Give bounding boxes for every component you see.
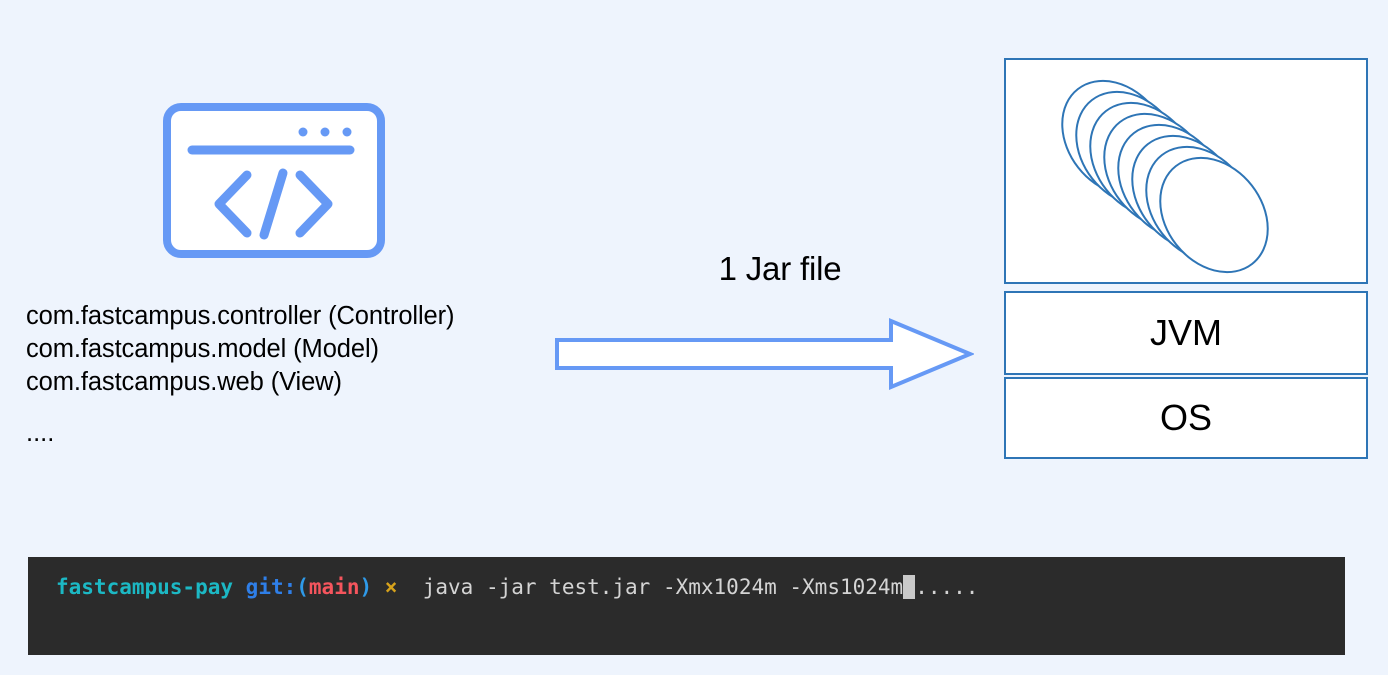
terminal-repo-name: fastcampus-pay (56, 575, 234, 599)
terminal-window[interactable]: fastcampus-pay git:(main) × java -jar te… (28, 557, 1345, 655)
layer-jvm: JVM (1004, 291, 1368, 375)
package-ellipsis: .... (26, 419, 55, 447)
right-arrow-icon (554, 318, 974, 390)
terminal-trailing-dots: ..... (915, 575, 979, 599)
terminal-line: fastcampus-pay git:(main) × java -jar te… (56, 574, 978, 600)
package-item: com.fastcampus.web (View) (26, 368, 342, 396)
jar-stack-icon (1006, 60, 1366, 282)
terminal-cursor (903, 575, 916, 599)
terminal-branch-name: main (308, 575, 360, 599)
terminal-gap (397, 575, 422, 599)
terminal-git-prefix: git: (245, 575, 297, 599)
terminal-space (233, 575, 246, 599)
layer-jvm-label: JVM (1150, 312, 1222, 353)
terminal-status-mark: × (384, 575, 398, 599)
jar-file-label: 1 Jar file (718, 250, 842, 287)
terminal-space (372, 575, 385, 599)
package-item: com.fastcampus.controller (Controller) (26, 302, 455, 330)
jar-artifact-box (1004, 58, 1368, 284)
terminal-command: java -jar test.jar -Xmx1024m -Xms1024m (422, 575, 904, 599)
layer-os: OS (1004, 377, 1368, 459)
terminal-paren-open: ( (296, 575, 309, 599)
code-window-icon (163, 103, 385, 258)
package-list: com.fastcampus.controller (Controller) c… (26, 300, 586, 450)
package-item: com.fastcampus.model (Model) (26, 335, 379, 363)
terminal-paren-close: ) (359, 575, 373, 599)
layer-os-label: OS (1159, 397, 1212, 438)
